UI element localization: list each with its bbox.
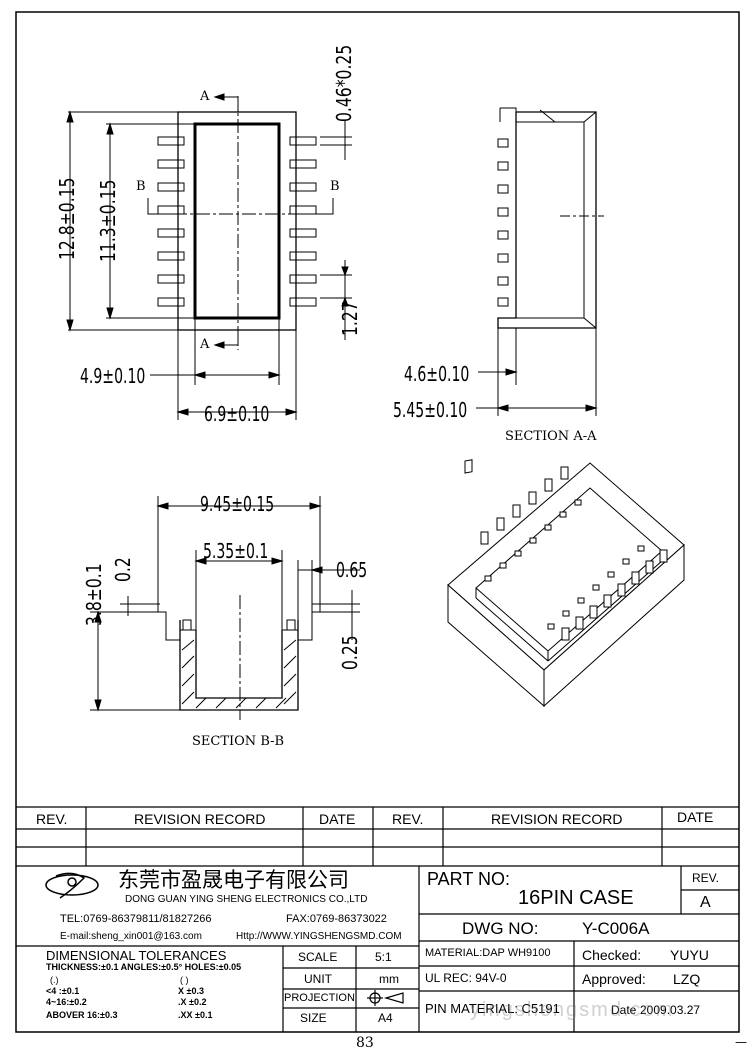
dim-height-total: 12.8±0.15 (55, 177, 79, 260)
dim-section-a-inner: 4.6±0.10 (404, 362, 470, 386)
company-email: E-mail:sheng_xin001@163.com (60, 931, 202, 942)
rev-value: A (700, 894, 711, 911)
tolerances-line1: THICKNESS:±0.1 ANGLES:±0.5° HOLES:±0.05 (46, 962, 242, 972)
section-mark-a-top: A (200, 89, 210, 104)
section-b-view (90, 496, 360, 720)
date-header: DATE (319, 811, 356, 827)
tolerances-title: DIMENSIONAL TOLERANCES (46, 948, 227, 963)
isometric-view (447, 459, 685, 708)
scale-label: SCALE (298, 950, 338, 964)
top-view (66, 93, 352, 420)
section-mark-a-bottom: A (200, 337, 210, 352)
company-logo (45, 872, 99, 899)
title-block-grid (16, 806, 739, 1032)
section-mark-b-right: B (330, 179, 340, 194)
watermark: yingshengsmd.com (470, 999, 675, 1021)
ul-rec: UL REC: 94V-0 (425, 971, 507, 985)
tolerances-r1a: <4 :±0.1 (46, 986, 80, 996)
dim-pitch: 1.27 (338, 301, 362, 336)
right-pins (289, 136, 317, 307)
dwg-no-value: Y-C006A (582, 919, 650, 938)
date-header-2: DATE (677, 809, 714, 825)
dim-section-b-thickness: 0.25 (338, 635, 362, 670)
size-value: A4 (378, 1011, 393, 1025)
sheet-border (15, 11, 740, 1033)
dim-section-b-lead: 0.65 (336, 558, 368, 582)
dim-section-b-inner: 5.35±0.1 (203, 539, 269, 563)
checked-label: Checked: (582, 947, 642, 963)
company-name-cn: 东莞市盈晟电子有限公司 (118, 868, 349, 892)
tolerances-r2b: .X ±0.2 (178, 997, 207, 1007)
unit-label: UNIT (304, 972, 332, 986)
date-value: 2009.03.27 (640, 1003, 701, 1017)
tolerances-c1: (.) (50, 975, 59, 985)
tolerances-r3a: ABOVER 16:±0.3 (46, 1010, 118, 1020)
tolerances-r1b: X ±0.3 (178, 986, 204, 996)
tolerances-r3b: .XX ±0.1 (178, 1010, 213, 1020)
dim-width-total: 6.9±0.10 (204, 402, 270, 426)
dim-section-b-offset: 0.2 (111, 557, 135, 582)
date-label: Date (611, 1003, 637, 1017)
part-no-label: PART NO: (427, 869, 511, 889)
tolerances-c2: ( ) (180, 975, 189, 985)
company-name-en: DONG GUAN YING SHENG ELECTRONICS CO.,LTD (125, 894, 368, 905)
unit-value: mm (379, 972, 399, 986)
projection-icon (367, 990, 404, 1006)
scale-value: 5:1 (375, 950, 392, 964)
dim-section-b-height: 3.8±0.1 (82, 563, 106, 626)
projection-label: PROJECTION (284, 992, 355, 1004)
revision-record-header-2: REVISION RECORD (491, 811, 623, 827)
size-label: SIZE (300, 1011, 327, 1025)
company-fax: FAX:0769-86373022 (286, 913, 387, 925)
section-b-caption: SECTION B-B (192, 734, 285, 749)
top-view-body (177, 111, 297, 331)
page-number: 83 (356, 1035, 374, 1051)
part-name: 16PIN CASE (518, 887, 634, 909)
top-view-cavity (193, 122, 281, 320)
company-web: Http://WWW.YINGSHENGSMD.COM (236, 931, 402, 942)
material: MATERIAL:DAP WH9100 (425, 947, 551, 959)
dim-width-inner: 4.9±0.10 (80, 364, 146, 388)
corner-mark: — (735, 1035, 747, 1049)
section-mark-b-left: B (136, 179, 146, 194)
checked-value: YUYU (670, 947, 709, 963)
dwg-no-label: DWG NO: (462, 919, 539, 938)
rev-label: REV. (692, 871, 719, 885)
company-tel: TEL:0769-86379811/81827266 (60, 913, 212, 925)
section-a-view (476, 107, 604, 416)
dim-pin-width: 0.46*0.25 (332, 44, 356, 122)
pin-material: PIN MATERIAL: C5191 (425, 1001, 560, 1016)
rev-header-2: REV. (392, 811, 424, 827)
left-pins (157, 136, 185, 307)
approved-value: LZQ (673, 971, 701, 987)
revision-record-header: REVISION RECORD (134, 811, 266, 827)
dim-section-b-total: 9.45±0.15 (200, 492, 275, 516)
approved-label: Approved: (582, 971, 646, 987)
dim-section-a-outer: 5.45±0.10 (393, 398, 468, 422)
rev-header: REV. (36, 811, 68, 827)
dim-height-inner: 11.3±0.15 (96, 179, 120, 262)
section-a-caption: SECTION A-A (505, 429, 597, 444)
tolerances-r2a: 4~16:±0.2 (46, 997, 87, 1007)
